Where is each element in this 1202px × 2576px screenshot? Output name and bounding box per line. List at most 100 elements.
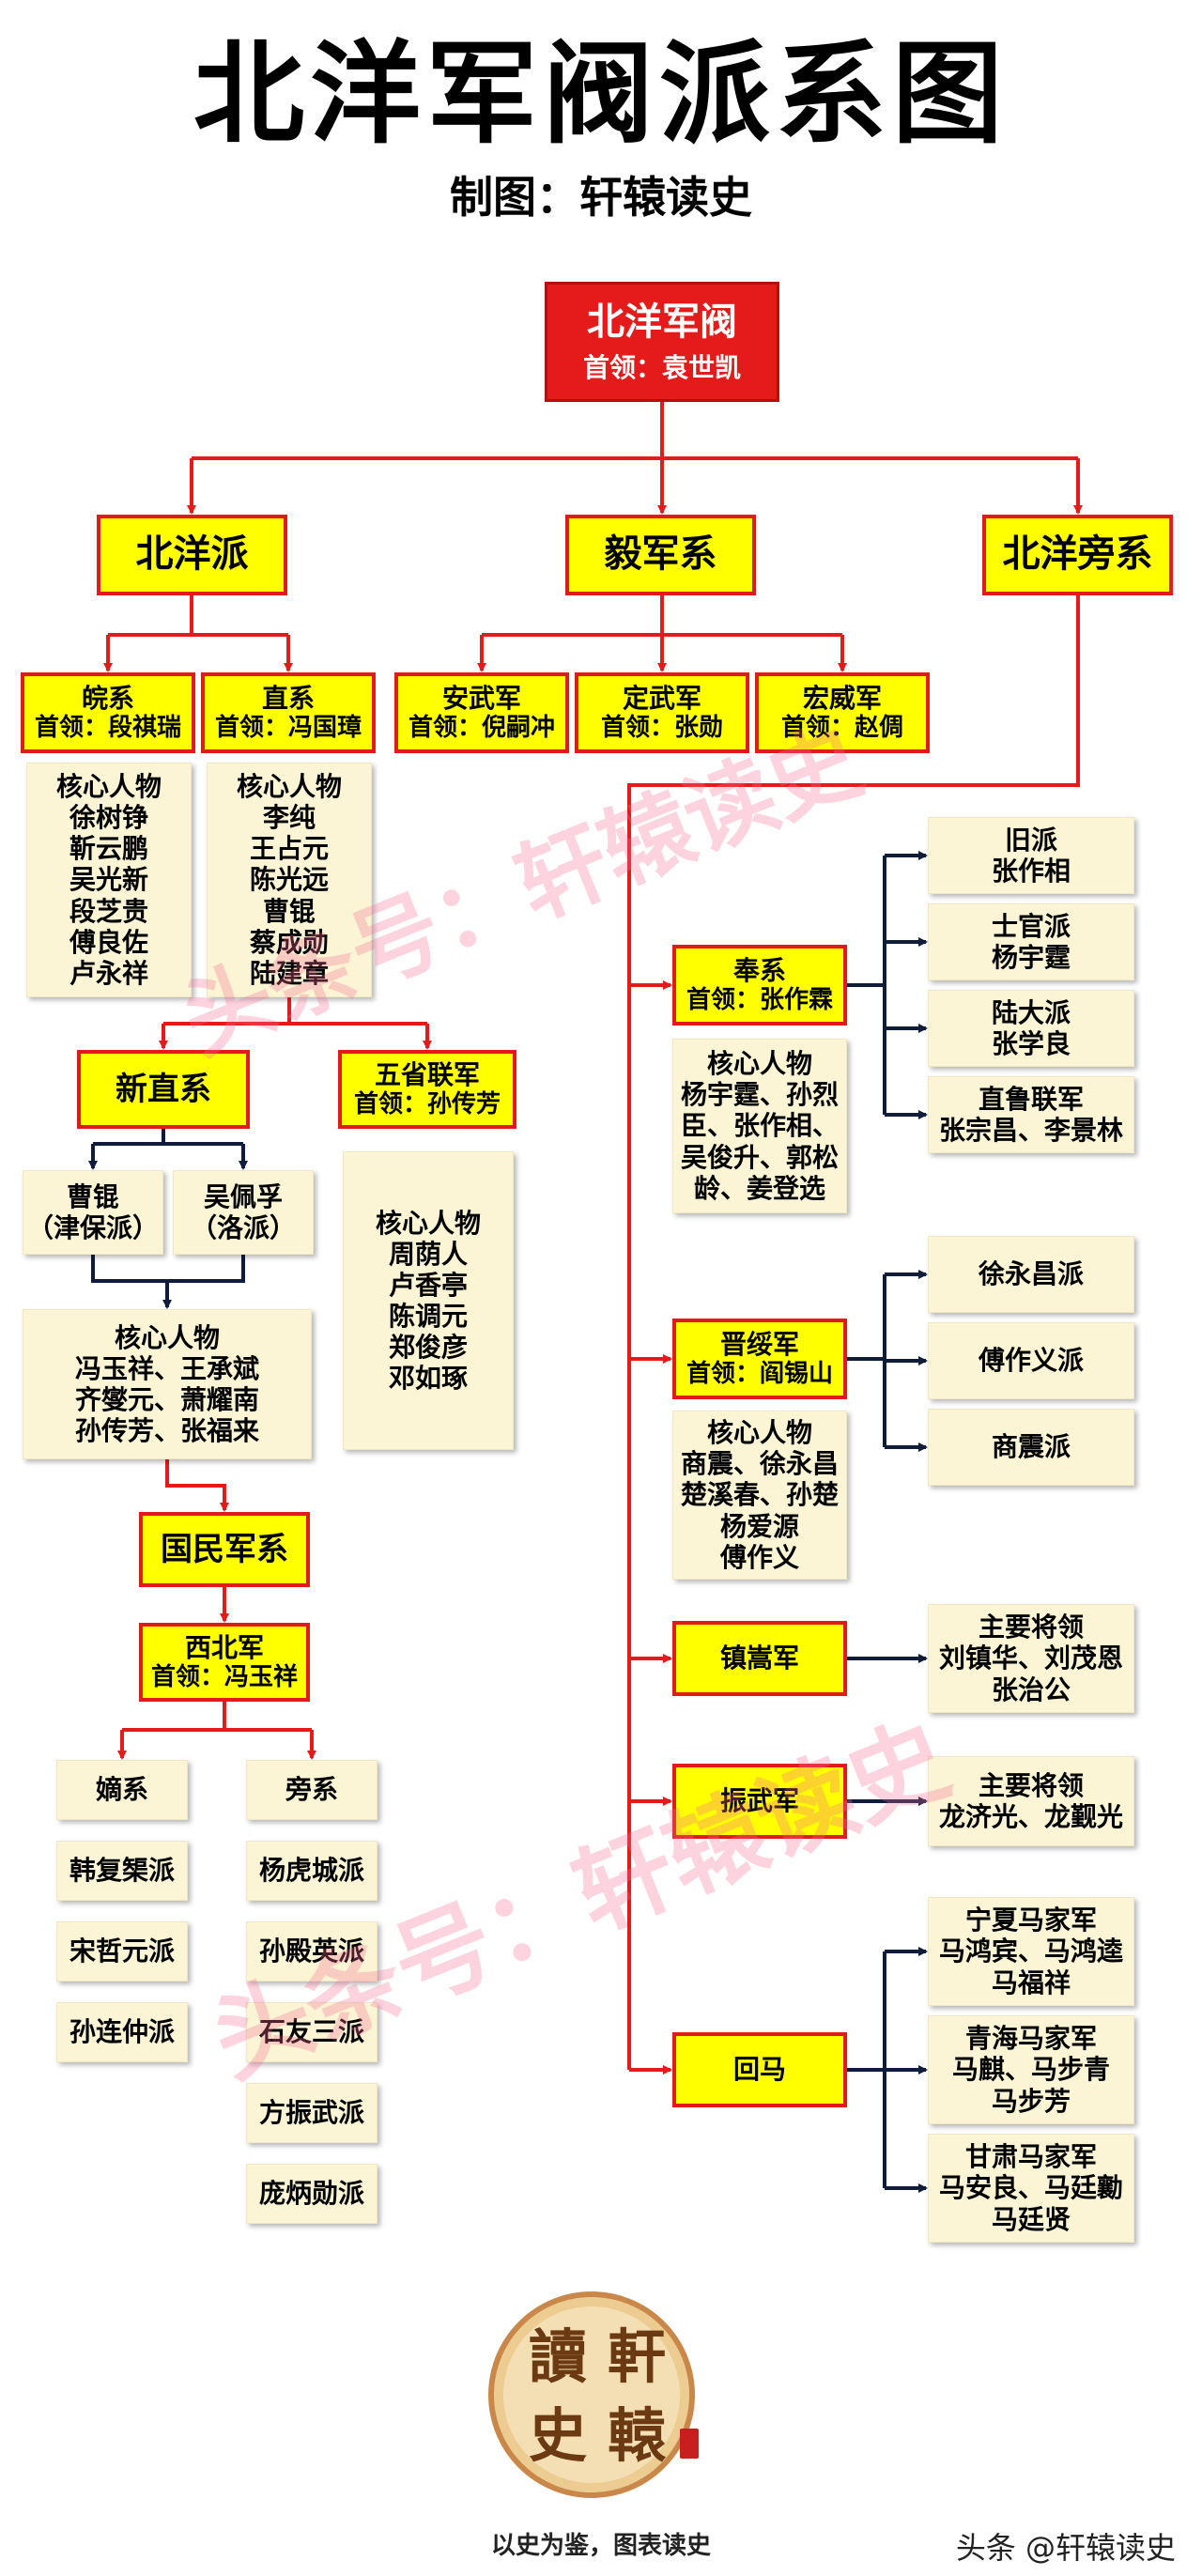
core-person: 陈调元 (388, 1301, 468, 1332)
node-huima: 回马 (672, 2032, 847, 2107)
node-wusheng-name: 五省联军 (374, 1059, 480, 1091)
sub-leader: 马福祥 (991, 1967, 1071, 1998)
core-person: 靳云鹏 (69, 833, 148, 865)
sub-leader: 张学良 (991, 1028, 1071, 1059)
core-person: 吴光新 (69, 864, 148, 896)
connector-line (165, 1459, 229, 1512)
detail-label: 主要将领 (978, 1612, 1084, 1643)
wupeifu-faction: （洛派） (190, 1212, 296, 1243)
pangxi-faction: 方振武派 (246, 2083, 378, 2143)
core-person: 曹锟 (262, 895, 316, 927)
core-label: 核心人物 (236, 771, 342, 803)
connector-line (91, 1255, 245, 1283)
sub-leader: 马麒、马步青 (951, 2054, 1110, 2086)
xinzhi-core-list: 核心人物 冯玉祥、王承斌 齐燮元、萧耀南 孙传芳、张福来 (23, 1309, 312, 1459)
core-person: 商震、徐永昌 (680, 1448, 839, 1480)
jinsui-core-list: 核心人物 商震、徐永昌 楚溪春、孙楚 杨爱源 傅作义 (672, 1411, 847, 1580)
sub-name: 青海马家军 (964, 2023, 1097, 2055)
node-xibei-leader: 首领：冯玉祥 (150, 1663, 298, 1692)
sub-leader: 张作相 (991, 856, 1071, 887)
caokun-name: 曹锟 (66, 1180, 119, 1212)
core-person: 傅作义 (719, 1541, 799, 1573)
node-jinsui-leader: 首领：阎锡山 (686, 1360, 833, 1389)
node-beiyang-pang: 北洋旁系 (982, 515, 1173, 595)
node-wan-leader: 首领：段祺瑞 (34, 714, 181, 743)
core-person: 臣、张作相、 (680, 1110, 839, 1142)
fengxi-sub-zhilu: 直鲁联军 张宗昌、李景林 (928, 1076, 1134, 1153)
motto: 以史为鉴，图表读史 (490, 2532, 711, 2560)
sub-leader: 马鸿宾、马鸿逵 (938, 1936, 1123, 1967)
detail-person: 龙济光、龙觐光 (938, 1801, 1123, 1832)
node-yijun: 毅军系 (565, 515, 756, 595)
zhensong-detail: 主要将领 刘镇华、刘茂恩 张治公 (928, 1604, 1134, 1713)
sub-leader: 马步芳 (991, 2085, 1071, 2117)
core-person: 吴俊升、郭松 (680, 1141, 839, 1173)
sub-name: 士官派 (991, 910, 1071, 942)
seal-char: 轅 (607, 2401, 666, 2470)
sub-leader: 马安良、马廷勷 (938, 2172, 1123, 2204)
core-person: 杨宇霆、孙烈 (680, 1079, 839, 1111)
node-caokun: 曹锟 （津保派） (23, 1170, 163, 1255)
core-label: 核心人物 (706, 1048, 812, 1080)
node-zhi-leader: 首领：冯国璋 (214, 714, 362, 743)
wan-core-list: 核心人物 徐树铮 靳云鹏 吴光新 段芝贵 傅良佐 卢永祥 (26, 763, 192, 997)
jinsui-sub: 徐永昌派 (928, 1236, 1134, 1313)
node-hongwei: 宏威军 首领：赵倜 (755, 672, 930, 753)
source-credit: 头条 @轩辕读史 (955, 2530, 1176, 2566)
fengxi-sub-shiguan: 士官派 杨宇霆 (928, 903, 1134, 980)
sub-leader: 杨宇霆 (991, 942, 1071, 973)
fengxi-sub-jiupai: 旧派 张作相 (928, 817, 1134, 894)
node-wan-name: 皖系 (81, 683, 134, 715)
node-zhensong: 镇嵩军 (672, 1621, 847, 1696)
node-fengxi-leader: 首领：张作霖 (686, 986, 833, 1015)
node-dingwu: 定武军 首领：张勋 (575, 672, 749, 753)
node-zhenwu: 振武军 (672, 1764, 847, 1839)
sub-name: 旧派 (1004, 824, 1057, 856)
node-fengxi-name: 奉系 (732, 955, 786, 987)
node-xinzhi: 新直系 (77, 1050, 250, 1129)
brand-seal-logo: 軒 讀 轅 史 (488, 2291, 699, 2498)
node-fengxi: 奉系 首领：张作霖 (672, 945, 847, 1026)
core-person: 邓如琢 (388, 1363, 468, 1395)
node-dingwu-leader: 首领：张勋 (600, 714, 723, 743)
sub-name: 甘肃马家军 (964, 2141, 1097, 2173)
seal-char: 史 (528, 2401, 587, 2470)
node-xibei-name: 西北军 (184, 1632, 264, 1664)
core-person: 孙传芳、张福来 (74, 1415, 259, 1447)
zhi-core-list: 核心人物 李纯 王占元 陈光远 曹锟 蔡成勋 陆建章 (207, 763, 372, 997)
detail-label: 主要将领 (978, 1769, 1084, 1801)
pangxi-faction: 庞炳勋派 (246, 2164, 378, 2224)
detail-person: 张治公 (991, 1674, 1071, 1705)
sub-leader: 张宗昌、李景林 (938, 1115, 1123, 1146)
node-hongwei-leader: 首领：赵倜 (780, 714, 903, 743)
core-person: 周荫人 (388, 1238, 468, 1270)
core-person: 齐燮元、萧耀南 (74, 1384, 259, 1415)
core-label: 核心人物 (706, 1417, 812, 1449)
node-guominjun: 国民军系 (139, 1512, 310, 1587)
node-root-leader: 首领：袁世凯 (582, 352, 741, 384)
wusheng-core-list: 核心人物 周荫人 卢香亭 陈调元 郑俊彦 邓如琢 (343, 1151, 514, 1450)
pangxi-faction: 杨虎城派 (246, 1841, 378, 1901)
dixi-faction: 韩复榘派 (56, 1841, 188, 1901)
jinsui-sub: 商震派 (928, 1409, 1134, 1486)
core-person: 卢永祥 (69, 957, 148, 989)
node-wan: 皖系 首领：段祺瑞 (21, 672, 195, 753)
connector-line (627, 595, 1080, 2070)
fengxi-sub-luda: 陆大派 张学良 (928, 990, 1134, 1067)
core-person: 李纯 (262, 802, 316, 834)
dixi-faction: 孙连仲派 (56, 2002, 188, 2062)
core-person: 楚溪春、孙楚 (680, 1479, 839, 1511)
core-label: 核心人物 (114, 1321, 220, 1353)
fengxi-core-list: 核心人物 杨宇霆、孙烈 臣、张作相、 吴俊升、郭松 龄、姜登选 (672, 1039, 847, 1213)
huima-sub-qinghai: 青海马家军 马麒、马步青 马步芳 (928, 2015, 1134, 2124)
node-root: 北洋军阀 首领：袁世凯 (545, 282, 779, 402)
node-root-name: 北洋军阀 (587, 300, 737, 344)
core-person: 徐树铮 (69, 802, 148, 834)
seal-red-stamp (680, 2429, 699, 2459)
node-jinsui-name: 晋绥军 (719, 1329, 799, 1361)
node-jinsui: 晋绥军 首领：阎锡山 (672, 1319, 847, 1399)
page-subtitle: 制图：轩辕读史 (450, 172, 752, 223)
core-person: 王占元 (249, 833, 329, 865)
core-person: 郑俊彦 (388, 1332, 468, 1364)
